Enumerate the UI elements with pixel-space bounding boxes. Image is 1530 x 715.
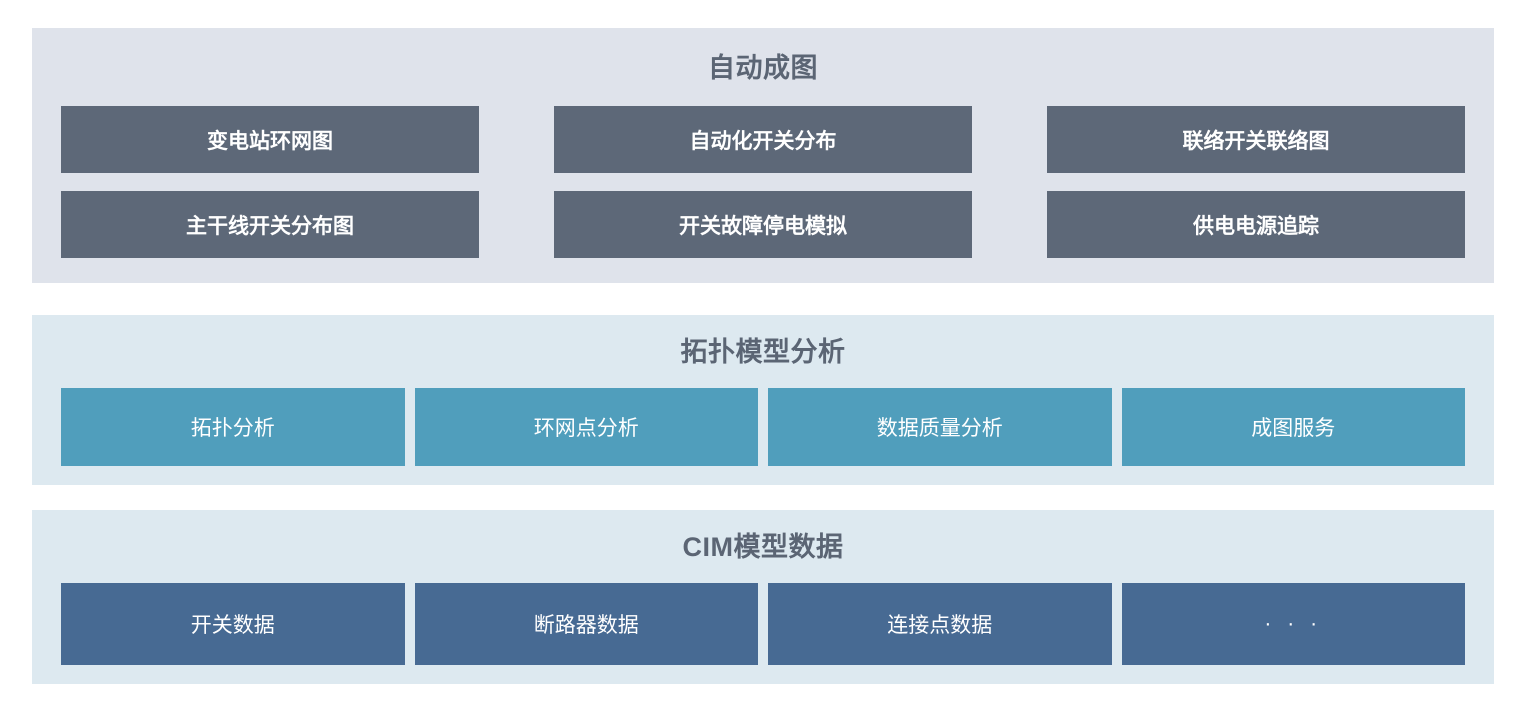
tile-mapping-service[interactable]: 成图服务 bbox=[1121, 388, 1465, 466]
panel-auto-mapping-title: 自动成图 bbox=[708, 53, 818, 83]
tile-topology-analysis[interactable]: 拓扑分析 bbox=[61, 388, 405, 466]
tile-substation-ring-network-diagram[interactable]: 变电站环网图 bbox=[61, 106, 479, 173]
tile-connectivity-node-data[interactable]: 连接点数据 bbox=[768, 583, 1112, 665]
tile-automated-switch-distribution[interactable]: 自动化开关分布 bbox=[554, 106, 972, 173]
panel-cim-row-1: 开关数据 断路器数据 连接点数据 · · · bbox=[61, 583, 1465, 665]
tile-data-quality-analysis[interactable]: 数据质量分析 bbox=[768, 388, 1112, 466]
tile-circuit-breaker-data[interactable]: 断路器数据 bbox=[414, 583, 758, 665]
panel-topology-model-analysis: 拓扑模型分析 拓扑分析 环网点分析 数据质量分析 成图服务 bbox=[32, 315, 1494, 485]
panel-auto-mapping-row-1: 变电站环网图 自动化开关分布 联络开关联络图 bbox=[61, 106, 1465, 173]
panel-cim-model-data: CIM模型数据 开关数据 断路器数据 连接点数据 · · · bbox=[32, 510, 1494, 684]
tile-more-data[interactable]: · · · bbox=[1121, 583, 1465, 665]
tile-tie-switch-connection-diagram[interactable]: 联络开关联络图 bbox=[1047, 106, 1465, 173]
panel-auto-mapping-row-2: 主干线开关分布图 开关故障停电模拟 供电电源追踪 bbox=[61, 191, 1465, 258]
tile-power-supply-source-tracing[interactable]: 供电电源追踪 bbox=[1047, 191, 1465, 258]
tile-switch-fault-outage-simulation[interactable]: 开关故障停电模拟 bbox=[554, 191, 972, 258]
panel-topology-row-1: 拓扑分析 环网点分析 数据质量分析 成图服务 bbox=[61, 388, 1465, 466]
panel-topology-model-analysis-title: 拓扑模型分析 bbox=[680, 337, 846, 367]
tile-switch-data[interactable]: 开关数据 bbox=[61, 583, 405, 665]
panel-cim-model-data-title: CIM模型数据 bbox=[682, 532, 844, 562]
tile-ring-network-point-analysis[interactable]: 环网点分析 bbox=[414, 388, 758, 466]
tile-trunk-line-switch-distribution-diagram[interactable]: 主干线开关分布图 bbox=[61, 191, 479, 258]
panel-auto-mapping: 自动成图 变电站环网图 自动化开关分布 联络开关联络图 主干线开关分布图 开关故… bbox=[32, 28, 1494, 283]
